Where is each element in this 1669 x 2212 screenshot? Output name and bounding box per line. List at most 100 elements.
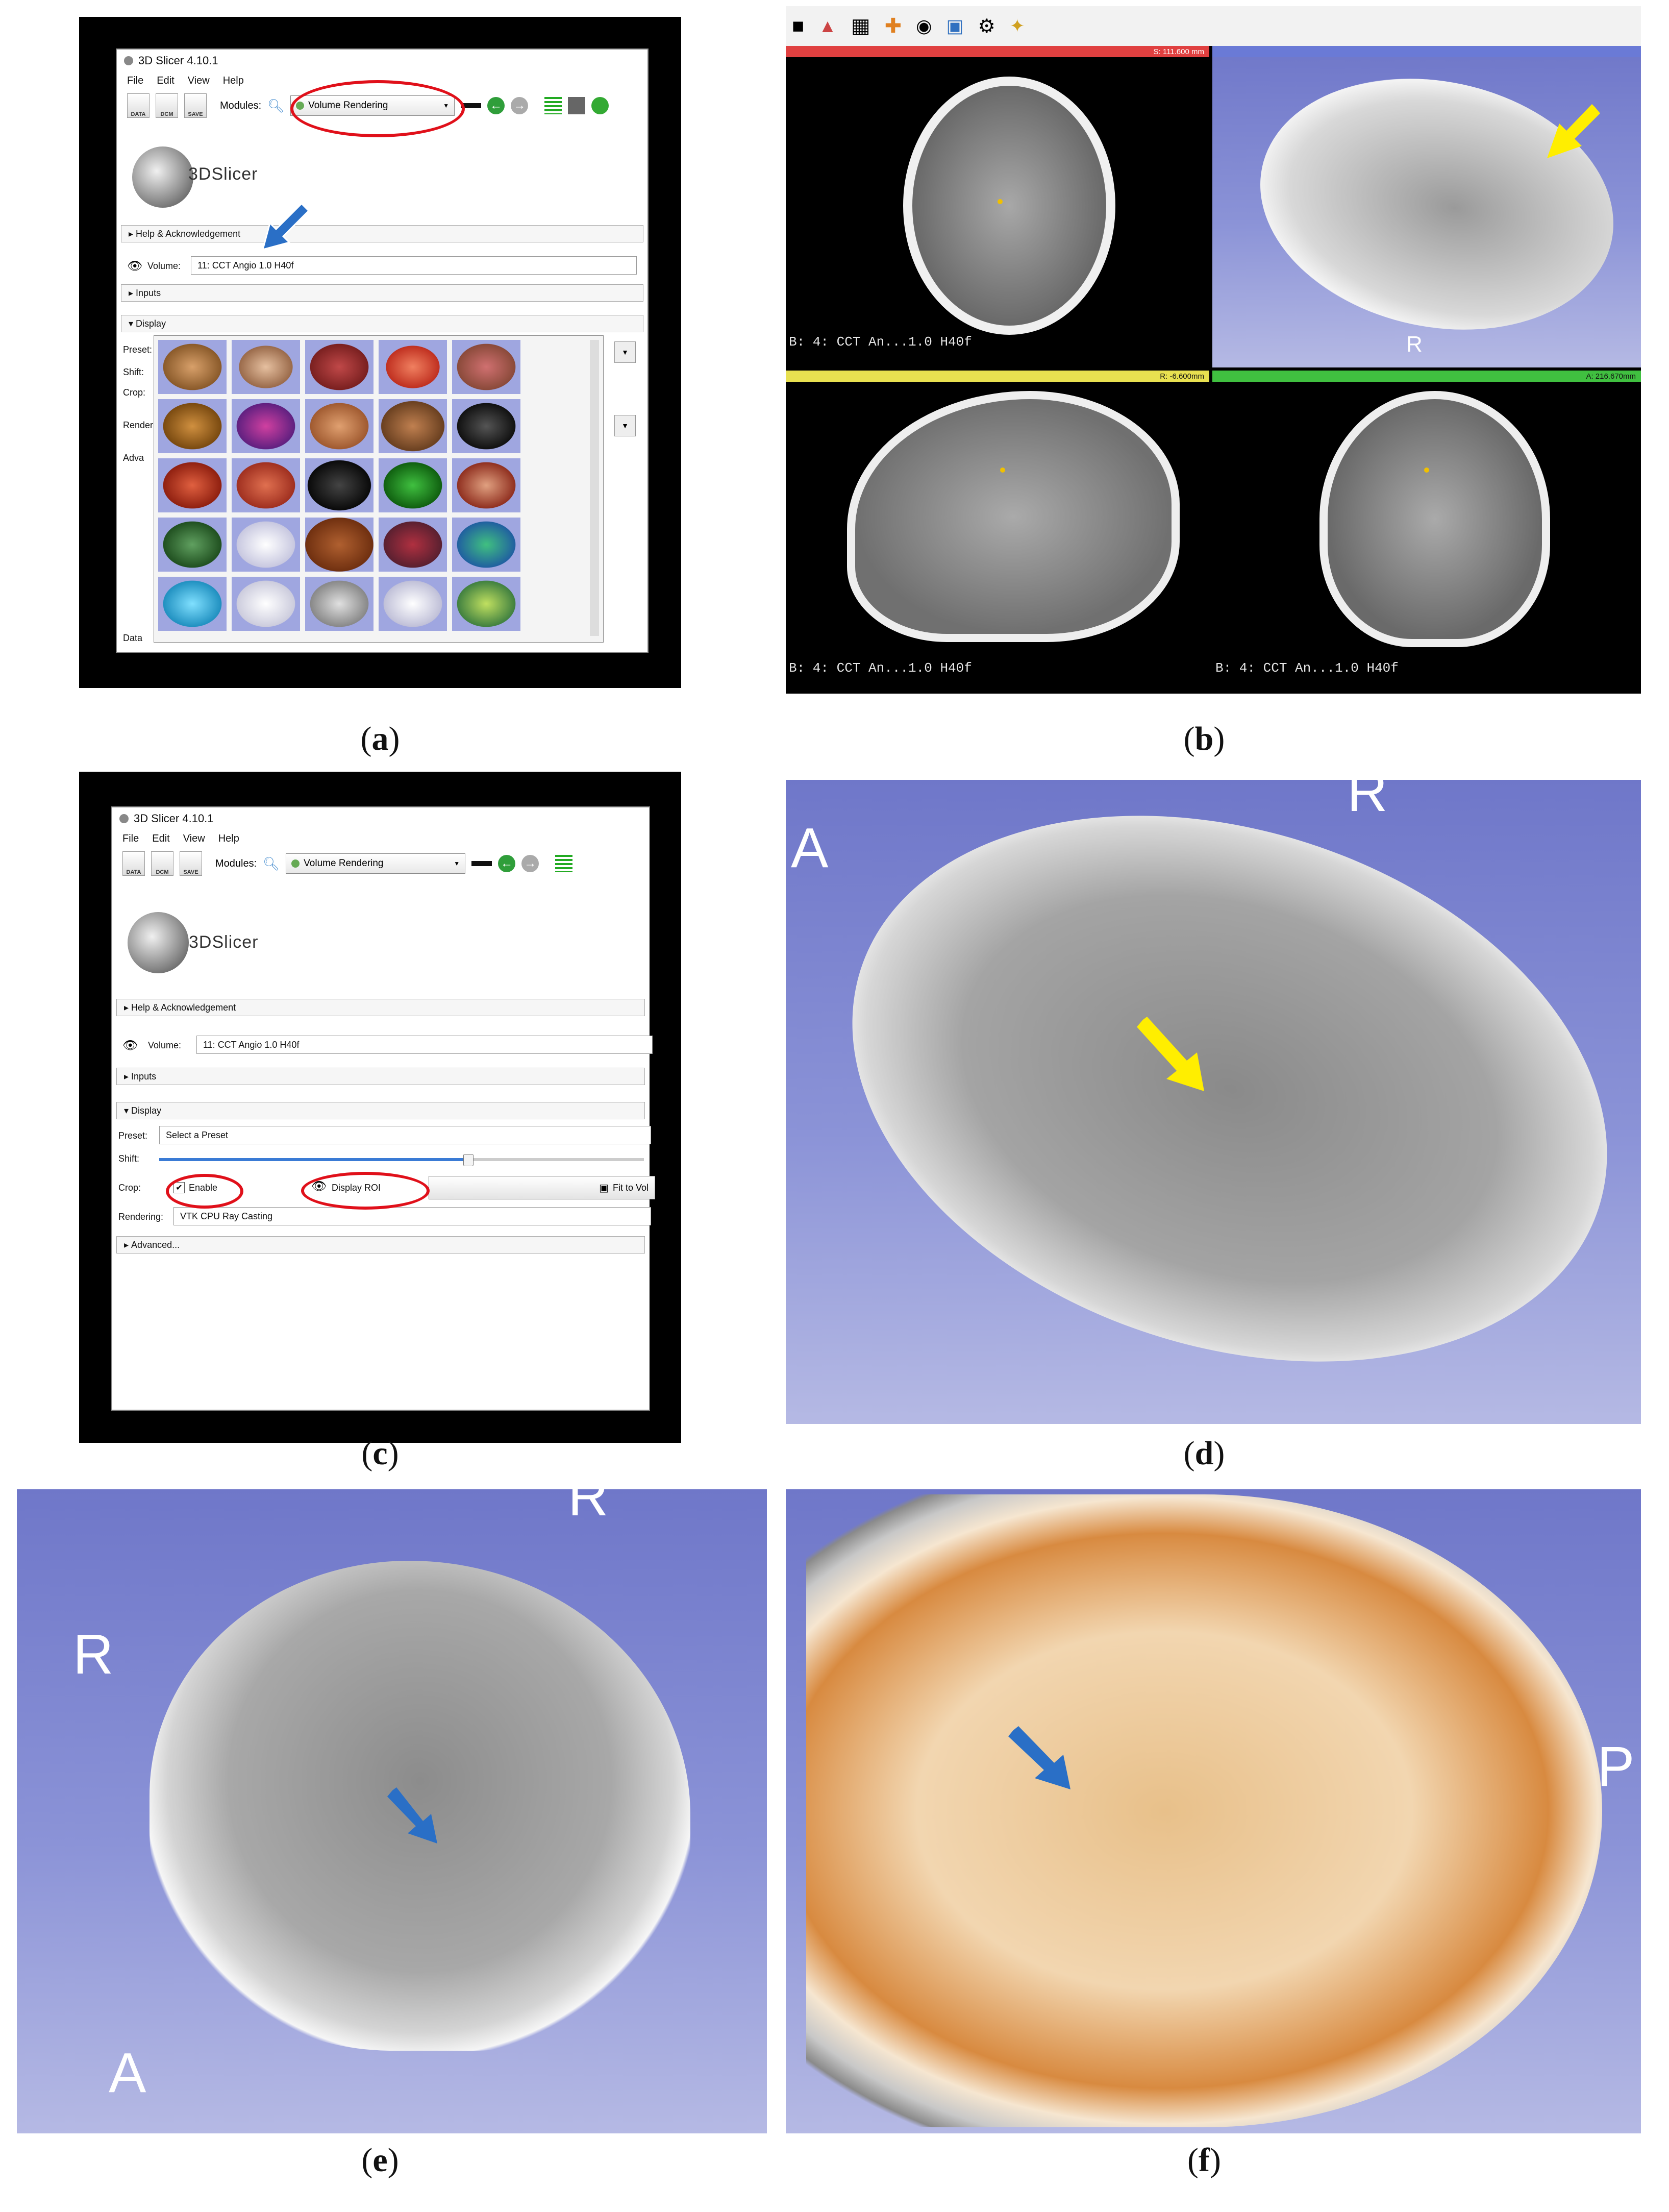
preset-thumb[interactable] [379, 518, 447, 572]
preset-thumb[interactable] [232, 518, 300, 572]
preset-thumb[interactable] [305, 518, 373, 572]
red-slice-view[interactable]: S: 111.600 mm B: 4: CCT An...1.0 H40f [786, 46, 1209, 367]
inputs-section[interactable]: ▸ Inputs [116, 1068, 645, 1085]
caption-f: (f) [1187, 2142, 1221, 2179]
rendering-dropdown-arrow[interactable]: ▼ [614, 415, 636, 436]
preset-thumb[interactable] [158, 340, 227, 394]
layout-icon[interactable]: ▦ [851, 15, 870, 37]
data-module-icon[interactable]: ■ [792, 14, 805, 37]
python-icon[interactable]: ▣ [946, 15, 964, 36]
red-slice-bar[interactable]: S: 111.600 mm [786, 46, 1209, 57]
back-arrow-icon[interactable]: ← [487, 97, 505, 114]
module-selector[interactable]: Volume Rendering ▼ [286, 853, 466, 874]
segment-icon[interactable] [591, 97, 609, 114]
volume-label: Volume: [148, 1040, 182, 1050]
green-slice-bar[interactable]: A: 216.670mm [1212, 371, 1641, 382]
shift-slider-fill [159, 1158, 465, 1161]
module-selector-value: Volume Rendering [304, 858, 384, 869]
eye-icon[interactable]: 👁︎ [127, 259, 143, 273]
save-button[interactable]: SAVE [184, 93, 207, 118]
preset-thumb[interactable] [379, 458, 447, 512]
history-icon[interactable] [471, 861, 492, 866]
data-module-icon[interactable] [544, 97, 562, 114]
menu-help[interactable]: Help [222, 75, 244, 86]
preset-thumb[interactable] [379, 577, 447, 631]
search-icon[interactable]: 🔍︎ [267, 97, 285, 113]
preset-thumb[interactable] [305, 458, 373, 512]
panel-f-threed-view[interactable]: P [786, 1489, 1641, 2133]
crosshair-icon[interactable]: ✚ [884, 15, 902, 37]
forward-arrow-icon[interactable]: → [521, 855, 539, 872]
preset-thumb[interactable] [158, 458, 227, 512]
forward-arrow-icon[interactable]: → [511, 97, 529, 114]
inputs-section[interactable]: ▸ Inputs [121, 284, 643, 302]
preset-thumb[interactable] [232, 458, 300, 512]
fit-to-volume-button[interactable]: ▣ Fit to Vol [429, 1176, 655, 1199]
dcm-button[interactable]: DCM [151, 851, 173, 876]
red-slice-offset: S: 111.600 mm [1153, 47, 1205, 56]
search-icon[interactable]: 🔍︎ [263, 855, 280, 871]
rendering-label: Renderi [123, 420, 156, 430]
volume-selector[interactable]: 11: CCT Angio 1.0 H40f [191, 256, 637, 275]
preset-thumb[interactable] [452, 577, 520, 631]
preset-dropdown-arrow[interactable]: ▼ [614, 341, 636, 363]
volume-selector[interactable]: 11: CCT Angio 1.0 H40f [196, 1036, 653, 1054]
models-icon[interactable] [568, 97, 586, 114]
save-button[interactable]: SAVE [180, 851, 202, 876]
green-slice-view[interactable]: A: 216.670mm B: 4: CCT An...1.0 H40f [1212, 371, 1641, 694]
panel-e-threed-view[interactable]: R A R [17, 1489, 767, 2133]
threed-axis-r: R [1406, 332, 1423, 357]
caption-c: (c) [361, 1435, 399, 1472]
preset-selector[interactable]: Select a Preset [159, 1126, 651, 1144]
preset-thumb[interactable] [305, 399, 373, 453]
history-icon[interactable] [461, 103, 482, 108]
model-icon[interactable]: ▲ [818, 15, 837, 36]
preset-thumb[interactable] [232, 340, 300, 394]
preset-scrollbar[interactable] [590, 340, 599, 636]
display-section[interactable]: ▾ Display [116, 1102, 645, 1119]
preset-thumb[interactable] [232, 399, 300, 453]
preset-thumb[interactable] [379, 340, 447, 394]
menu-view[interactable]: View [187, 75, 210, 86]
advanced-section[interactable]: ▸ Advanced... [116, 1236, 645, 1254]
shift-slider-handle[interactable] [463, 1154, 474, 1166]
display-section[interactable]: ▾ Display [121, 315, 643, 332]
menu-edit[interactable]: Edit [152, 832, 170, 844]
data-button[interactable]: DATA [122, 851, 145, 876]
panel-d-threed-view[interactable]: A R [786, 780, 1641, 1424]
preset-thumb[interactable] [158, 518, 227, 572]
preset-thumb[interactable] [232, 577, 300, 631]
preset-thumb[interactable] [158, 399, 227, 453]
preset-thumb[interactable] [452, 340, 520, 394]
yellow-slice-view[interactable]: R: -6.600mm B: 4: CCT An...1.0 H40f [786, 371, 1209, 694]
preset-thumb[interactable] [305, 340, 373, 394]
menu-edit[interactable]: Edit [157, 75, 175, 86]
camera-icon[interactable]: ◉ [916, 15, 932, 36]
preset-thumb[interactable] [452, 458, 520, 512]
preset-thumb[interactable] [379, 399, 447, 453]
axial-slice-image [903, 77, 1115, 335]
preset-thumb[interactable] [158, 577, 227, 631]
data-button[interactable]: DATA [127, 93, 150, 118]
rendering-selector[interactable]: VTK CPU Ray Casting [173, 1207, 651, 1225]
wand-icon[interactable]: ✦ [1009, 15, 1025, 36]
preset-thumb[interactable] [305, 577, 373, 631]
preset-thumb[interactable] [452, 518, 520, 572]
menu-file[interactable]: File [122, 832, 139, 844]
slicer-app-icon [124, 56, 133, 65]
threed-view-bar[interactable] [1212, 46, 1641, 57]
help-section[interactable]: ▸ Help & Acknowledgement [116, 999, 645, 1016]
back-arrow-icon[interactable]: ← [498, 855, 516, 872]
settings-icon[interactable]: ⚙ [978, 15, 995, 37]
menu-help[interactable]: Help [218, 832, 239, 844]
threed-view-b[interactable]: R [1212, 46, 1641, 367]
eye-icon[interactable]: 👁︎ [122, 1039, 138, 1052]
menu-file[interactable]: File [127, 75, 144, 86]
data-module-icon[interactable] [555, 855, 573, 872]
help-section[interactable]: ▸ Help & Acknowledgement [121, 225, 643, 242]
dcm-button[interactable]: DCM [156, 93, 178, 118]
red-slice-label: B: 4: CCT An...1.0 H40f [789, 334, 972, 350]
yellow-slice-bar[interactable]: R: -6.600mm [786, 371, 1209, 382]
menu-view[interactable]: View [183, 832, 205, 844]
preset-thumb[interactable] [452, 399, 520, 453]
